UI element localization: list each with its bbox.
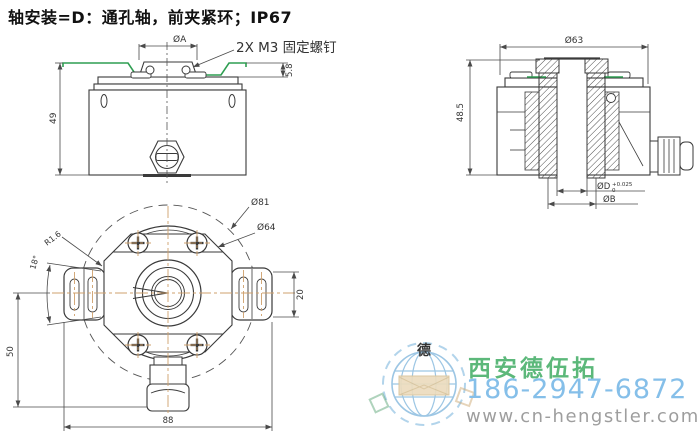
gland-base [649, 140, 659, 173]
dim-bore-tol-plus: +0.025 [612, 182, 633, 188]
clamp-ring-right [604, 91, 620, 171]
note-fixing-screws: 2X M3 固定螺钉 [236, 40, 337, 56]
dim-lower-50: 50 [6, 346, 16, 357]
section-screw [606, 93, 616, 103]
dim-bore-tol-zero: 0 [612, 188, 616, 194]
section-view-dimensions [466, 44, 649, 209]
flange-plate [97, 76, 239, 85]
clamp-ring-left [524, 91, 540, 171]
dim-height-49: 49 [49, 112, 59, 124]
flange-plate-2 [93, 83, 243, 91]
dim-bore-d: ØD [597, 181, 611, 192]
dim-dia-64: Ø64 [257, 222, 276, 233]
dim-height-48-5: 48.5 [456, 103, 466, 122]
logo-envelope [398, 375, 450, 396]
dim-flange-5-8: 5.8 [285, 63, 295, 77]
dim-hub-b: ØB [603, 194, 616, 205]
shaft-wall-right [586, 72, 606, 179]
shaft-collar-left [535, 58, 560, 74]
m3-screw-left [145, 65, 155, 75]
watermark-company-name: 西安德伍拓 [468, 356, 598, 382]
dim-radius-r16: R1.6 [43, 229, 63, 247]
dim-width-88: 88 [163, 416, 174, 426]
front-view [52, 204, 296, 416]
collar-tab-left [130, 71, 152, 79]
shaft-wall-left [538, 72, 558, 179]
page-title: 轴安装=D：通孔轴，前夹紧环；IP67 [8, 8, 293, 27]
center-lines [52, 206, 296, 416]
logo-dashed-ring [382, 342, 466, 426]
body-slot-right [228, 94, 236, 108]
side-view-dimensions [55, 43, 288, 176]
logo-stamp-marks [368, 386, 476, 414]
logo-character: 德 [417, 342, 431, 359]
dim-dia-a: ØA [173, 34, 187, 45]
watermark-phone-number: 186-2947-6872 [466, 374, 688, 405]
bore-clear [557, 59, 587, 178]
gland-cap [679, 141, 694, 171]
watermark-website-url: www.cn-hengstler.com [466, 406, 700, 427]
side-view [62, 42, 247, 184]
body-slot-left [100, 94, 108, 108]
front-view-dimensions [13, 206, 299, 431]
m3-screw-right [181, 65, 191, 75]
dim-dia-81: Ø81 [251, 197, 270, 208]
shaft-collar-right [584, 58, 609, 74]
section-tab-left [509, 71, 533, 79]
dim-ear-20: 20 [296, 289, 306, 300]
dim-dia-63: Ø63 [565, 35, 584, 46]
collar-tab-right [184, 71, 207, 79]
watermark-logo: 德 [368, 342, 476, 426]
section-view [496, 57, 694, 179]
dim-angle-18: 18° [28, 254, 41, 270]
